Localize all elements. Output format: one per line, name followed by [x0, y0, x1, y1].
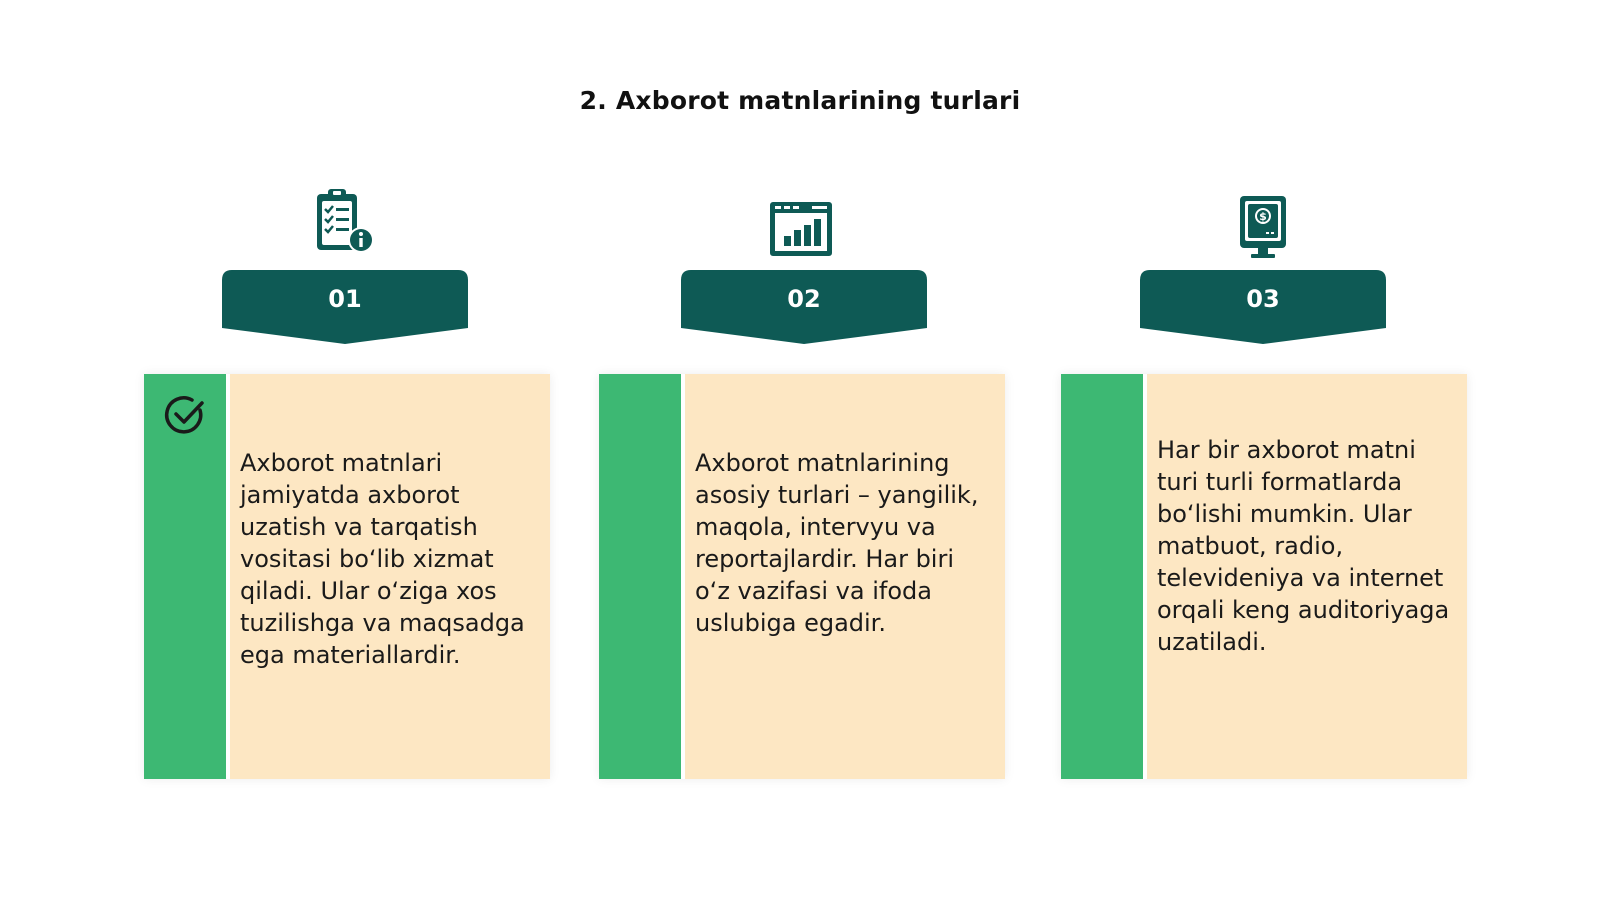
bar-chart-window-icon — [766, 194, 836, 264]
check-circle-icon — [162, 392, 208, 438]
computer-dollar-icon: $ — [1228, 192, 1298, 262]
svg-text:$: $ — [1259, 210, 1267, 223]
card-accent-bar — [599, 374, 681, 779]
number-banner-01: 01 — [222, 270, 468, 346]
slide-title: 2. Axborot matnlarining turlari — [579, 86, 1021, 115]
card-text: Axborot matnlari jamiyatda axborot uzati… — [240, 449, 525, 669]
card-body — [1147, 374, 1467, 779]
card-body — [685, 374, 1005, 779]
card-text: Axborot matnlarining asosiy turlari – ya… — [695, 449, 979, 637]
card-text: Har bir axborot matni turi turli formatl… — [1157, 436, 1450, 656]
info-card-02: Axborot matnlarining asosiy turlari – ya… — [599, 374, 1005, 779]
card-accent-bar — [1061, 374, 1143, 779]
number-banner-03: 03 — [1140, 270, 1386, 346]
number-label: 03 — [1246, 285, 1280, 313]
clipboard-checklist-info-icon — [309, 186, 379, 256]
number-label: 02 — [787, 285, 821, 313]
card-accent-bar — [144, 374, 226, 779]
info-card-01: Axborot matnlari jamiyatda axborot uzati… — [144, 374, 550, 779]
card-body — [230, 374, 550, 779]
number-banner-02: 02 — [681, 270, 927, 346]
number-label: 01 — [328, 285, 362, 313]
info-card-03: Har bir axborot matni turi turli formatl… — [1061, 374, 1467, 779]
